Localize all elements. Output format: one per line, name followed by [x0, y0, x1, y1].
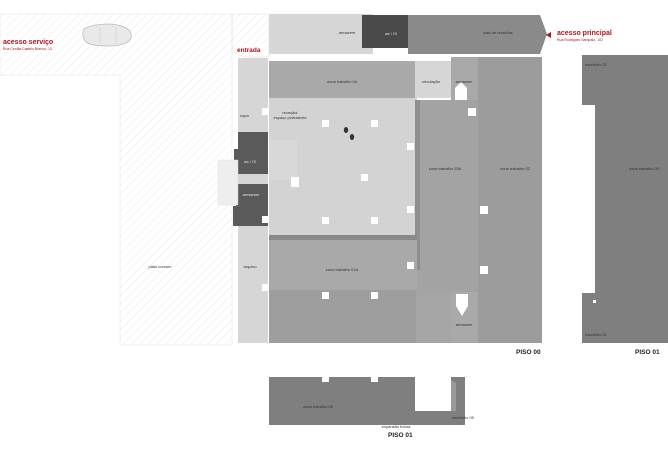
floor-label-piso01-right: PISO 01 — [635, 349, 660, 356]
piso01-right-building — [582, 55, 668, 343]
arrow-left-icon — [546, 32, 551, 38]
room-zona-trabalho-04: zona trabalho 04 — [327, 79, 357, 84]
room-armazem-top: armazem — [338, 30, 356, 35]
room-zona-trabalho-03: zona trabalho 03 — [629, 166, 659, 171]
room-circulacao: circulação — [421, 79, 441, 84]
entrada-area — [231, 13, 270, 64]
room-armazem-right: armazem — [455, 79, 473, 84]
room-wc-mid: wc / IS — [243, 159, 257, 164]
entrada-label: entrada — [237, 47, 261, 54]
room-espaco-polivalente: espaço polivalente — [273, 115, 307, 120]
floor-label-piso01-bottom: PISO 01 — [388, 432, 413, 439]
room-copa: copa — [240, 113, 249, 118]
room-armazem-mid: armazem — [242, 192, 260, 197]
room-escritorio-05: escritório 05 — [452, 415, 474, 420]
piso01-bottom-building — [269, 375, 465, 425]
patio-comum-label: pátio comum — [148, 264, 172, 269]
acesso-servico-sub: Rua Cecília Castelo Branco, 13 — [3, 47, 52, 51]
patio-hatch — [0, 13, 233, 346]
room-zona-trabalho-03a: zona trabalho 03A — [428, 166, 462, 171]
acesso-principal-sub: Rua Rodrigues Sampaio, 102 — [557, 38, 603, 42]
room-escritorio-02: escritório 02 — [585, 62, 607, 67]
room-escritorio-01: escritório 01 — [585, 332, 607, 337]
piso00-building — [217, 14, 547, 343]
acesso-servico-label: acesso serviço — [3, 39, 54, 46]
expansao-futura-label: expansão futura — [381, 424, 411, 429]
room-rececao: receção/ — [282, 110, 298, 115]
room-sala-reunioes: sala de reuniões — [483, 30, 513, 35]
room-arquivo: arquivo — [243, 264, 257, 269]
room-zona-trabalho-02: zona trabalho 02 — [500, 166, 530, 171]
car-icon — [82, 23, 132, 47]
room-armazem-bottom: armazem — [455, 322, 473, 327]
floor-label-piso00: PISO 00 — [516, 349, 541, 356]
room-zona-trabalho-05: zona trabalho 05 — [303, 404, 333, 409]
footprints-icon — [343, 127, 355, 140]
room-wc-top: wc / IS — [384, 31, 398, 36]
acesso-principal-label: acesso principal — [557, 30, 612, 37]
room-zona-trabalho-01a: zona trabalho 01A — [325, 267, 359, 272]
columns — [262, 54, 488, 299]
